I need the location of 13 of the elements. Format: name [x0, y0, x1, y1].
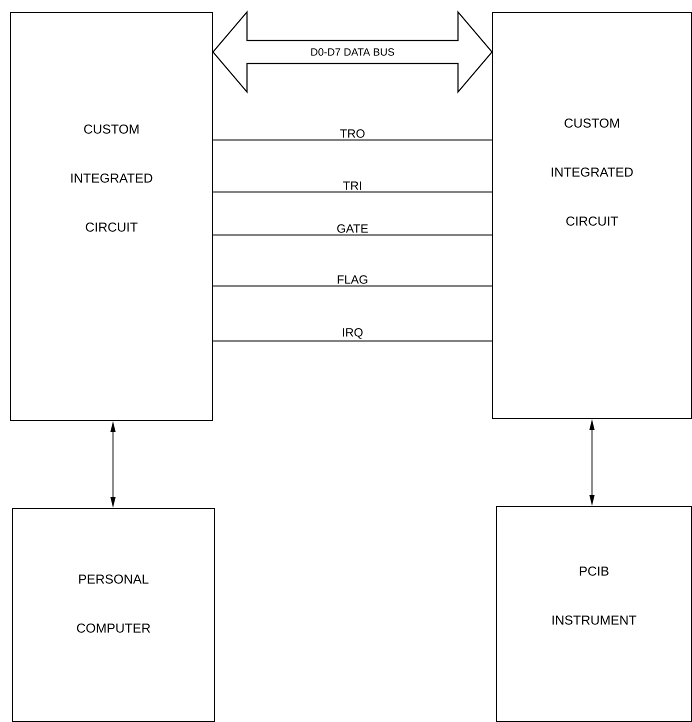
- block-box: PCIB INSTRUMENT: [496, 506, 692, 722]
- bus-arrow: [212, 10, 493, 94]
- signal-line: [212, 234, 492, 236]
- edge-label: IRQ: [342, 328, 363, 339]
- edge-label: TRO: [340, 129, 365, 138]
- signal-line: [212, 340, 492, 342]
- edge-label: FLAG: [338, 275, 368, 284]
- edge-label: TRI: [343, 182, 362, 190]
- block-box: CUSTOM INTEGRATED CIRCUIT: [10, 12, 213, 421]
- block-box: PERSONAL COMPUTER: [12, 508, 215, 722]
- edge-label: GATE: [337, 224, 368, 233]
- block-box: CUSTOM INTEGRATED CIRCUIT: [492, 12, 692, 419]
- edge-label: D0-D7 DATA BUS: [311, 48, 394, 56]
